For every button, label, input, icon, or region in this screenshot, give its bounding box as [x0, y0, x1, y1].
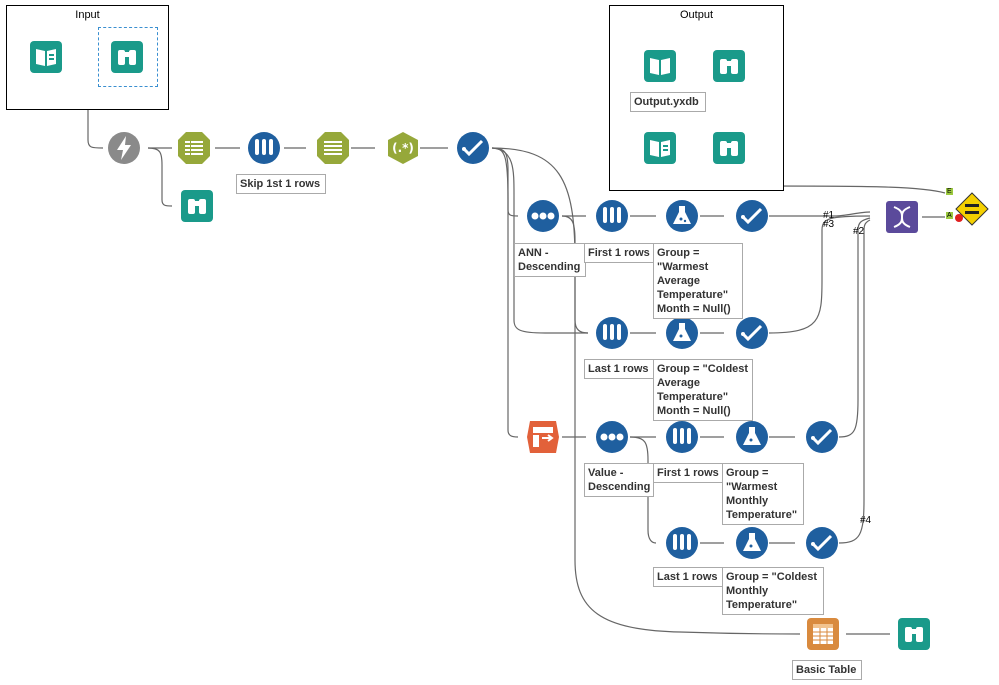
- checkmark-icon: [806, 527, 838, 559]
- filter-tool-b[interactable]: [735, 316, 769, 350]
- connection-tag-2: #2: [853, 226, 865, 237]
- input-container-title: Input: [75, 9, 100, 21]
- sample-tool-last1-a[interactable]: [595, 316, 629, 350]
- output-container-title: Output: [679, 9, 714, 21]
- dna-icon: [886, 201, 918, 233]
- sample-tool-last1-b[interactable]: [665, 526, 699, 560]
- browse-tool-input[interactable]: [110, 40, 144, 74]
- formula-tool-c[interactable]: [735, 420, 769, 454]
- input-data-tool-output[interactable]: [643, 131, 677, 165]
- book-icon: [30, 41, 62, 73]
- test-tubes-icon: [666, 527, 698, 559]
- annotation-output-file: Output.yxdb: [630, 92, 706, 112]
- binoculars-icon: [898, 618, 930, 650]
- sort-dots-icon: [596, 421, 628, 453]
- annotation-skip: Skip 1st 1 rows: [236, 174, 326, 194]
- browse-tool-table[interactable]: [897, 617, 931, 651]
- binoculars-icon: [713, 132, 745, 164]
- connection-tag-3: #3: [823, 219, 835, 230]
- annotation-first1-b: First 1 rows: [653, 463, 725, 483]
- equals-diamond-icon: [955, 192, 989, 226]
- checkmark-icon: [806, 421, 838, 453]
- formula-tool-b[interactable]: [665, 316, 699, 350]
- filter-tool-c[interactable]: [805, 420, 839, 454]
- anchor-e: E: [946, 188, 953, 195]
- sample-tool-skip[interactable]: [247, 131, 281, 165]
- output-data-tool[interactable]: [643, 49, 677, 83]
- regex-icon: (.*): [388, 132, 418, 164]
- lightning-gear-icon: [108, 132, 140, 164]
- checkmark-icon: [457, 132, 489, 164]
- union-tool[interactable]: [885, 200, 919, 234]
- connection-tag-1: #1: [823, 210, 835, 221]
- filter-tool-d[interactable]: [805, 526, 839, 560]
- select-columns-icon: [317, 132, 349, 164]
- browse-selected-box: [98, 27, 158, 87]
- checkmark-icon: [736, 317, 768, 349]
- annotation-formula-a: Group = "Warmest Average Temperature" Mo…: [653, 243, 743, 319]
- table-icon: [807, 618, 839, 650]
- transpose-tool[interactable]: [526, 420, 560, 454]
- annotation-formula-c: Group = "Warmest Monthly Temperature": [722, 463, 804, 525]
- select-columns-icon: [178, 132, 210, 164]
- select-tool-1[interactable]: [177, 131, 211, 165]
- anchor-a: A: [946, 212, 953, 219]
- svg-text:(.*): (.*): [392, 141, 414, 155]
- browse-tool-autofield[interactable]: [180, 189, 214, 223]
- flask-icon: [666, 317, 698, 349]
- flask-icon: [736, 527, 768, 559]
- binoculars-icon: [111, 41, 143, 73]
- formula-tool-a[interactable]: [665, 199, 699, 233]
- auto-field-tool[interactable]: [107, 131, 141, 165]
- test-tubes-icon: [666, 421, 698, 453]
- test-tool[interactable]: [955, 192, 989, 226]
- input-data-tool[interactable]: [29, 40, 63, 74]
- browse-tool-output-2[interactable]: [712, 131, 746, 165]
- binoculars-icon: [181, 190, 213, 222]
- test-tubes-icon: [596, 317, 628, 349]
- book-icon: [644, 50, 676, 82]
- annotation-last1-a: Last 1 rows: [584, 359, 654, 379]
- error-indicator-icon: [955, 214, 963, 222]
- book-icon: [644, 132, 676, 164]
- regex-tool[interactable]: (.*): [386, 131, 420, 165]
- annotation-formula-d: Group = "Coldest Monthly Temperature": [722, 567, 824, 615]
- annotation-ann-desc: ANN - Descending: [514, 243, 586, 277]
- transpose-icon: [527, 421, 559, 453]
- filter-tool-main[interactable]: [456, 131, 490, 165]
- sample-tool-first1-a[interactable]: [595, 199, 629, 233]
- annotation-value-desc: Value - Descending: [584, 463, 654, 497]
- basic-table-tool[interactable]: [806, 617, 840, 651]
- annotation-basic-table: Basic Table: [792, 660, 862, 680]
- test-tubes-icon: [248, 132, 280, 164]
- test-tubes-icon: [596, 200, 628, 232]
- connection-tag-4: #4: [860, 515, 872, 526]
- sort-tool-ann[interactable]: [526, 199, 560, 233]
- sort-dots-icon: [527, 200, 559, 232]
- formula-tool-d[interactable]: [735, 526, 769, 560]
- binoculars-icon: [713, 50, 745, 82]
- browse-tool-output-1[interactable]: [712, 49, 746, 83]
- annotation-last1-b: Last 1 rows: [653, 567, 723, 587]
- sort-tool-value[interactable]: [595, 420, 629, 454]
- annotation-formula-b: Group = "Coldest Average Temperature" Mo…: [653, 359, 753, 421]
- annotation-first1-a: First 1 rows: [584, 243, 654, 263]
- flask-icon: [736, 421, 768, 453]
- select-tool-2[interactable]: [316, 131, 350, 165]
- sample-tool-first1-b[interactable]: [665, 420, 699, 454]
- flask-icon: [666, 200, 698, 232]
- filter-tool-a[interactable]: [735, 199, 769, 233]
- checkmark-icon: [736, 200, 768, 232]
